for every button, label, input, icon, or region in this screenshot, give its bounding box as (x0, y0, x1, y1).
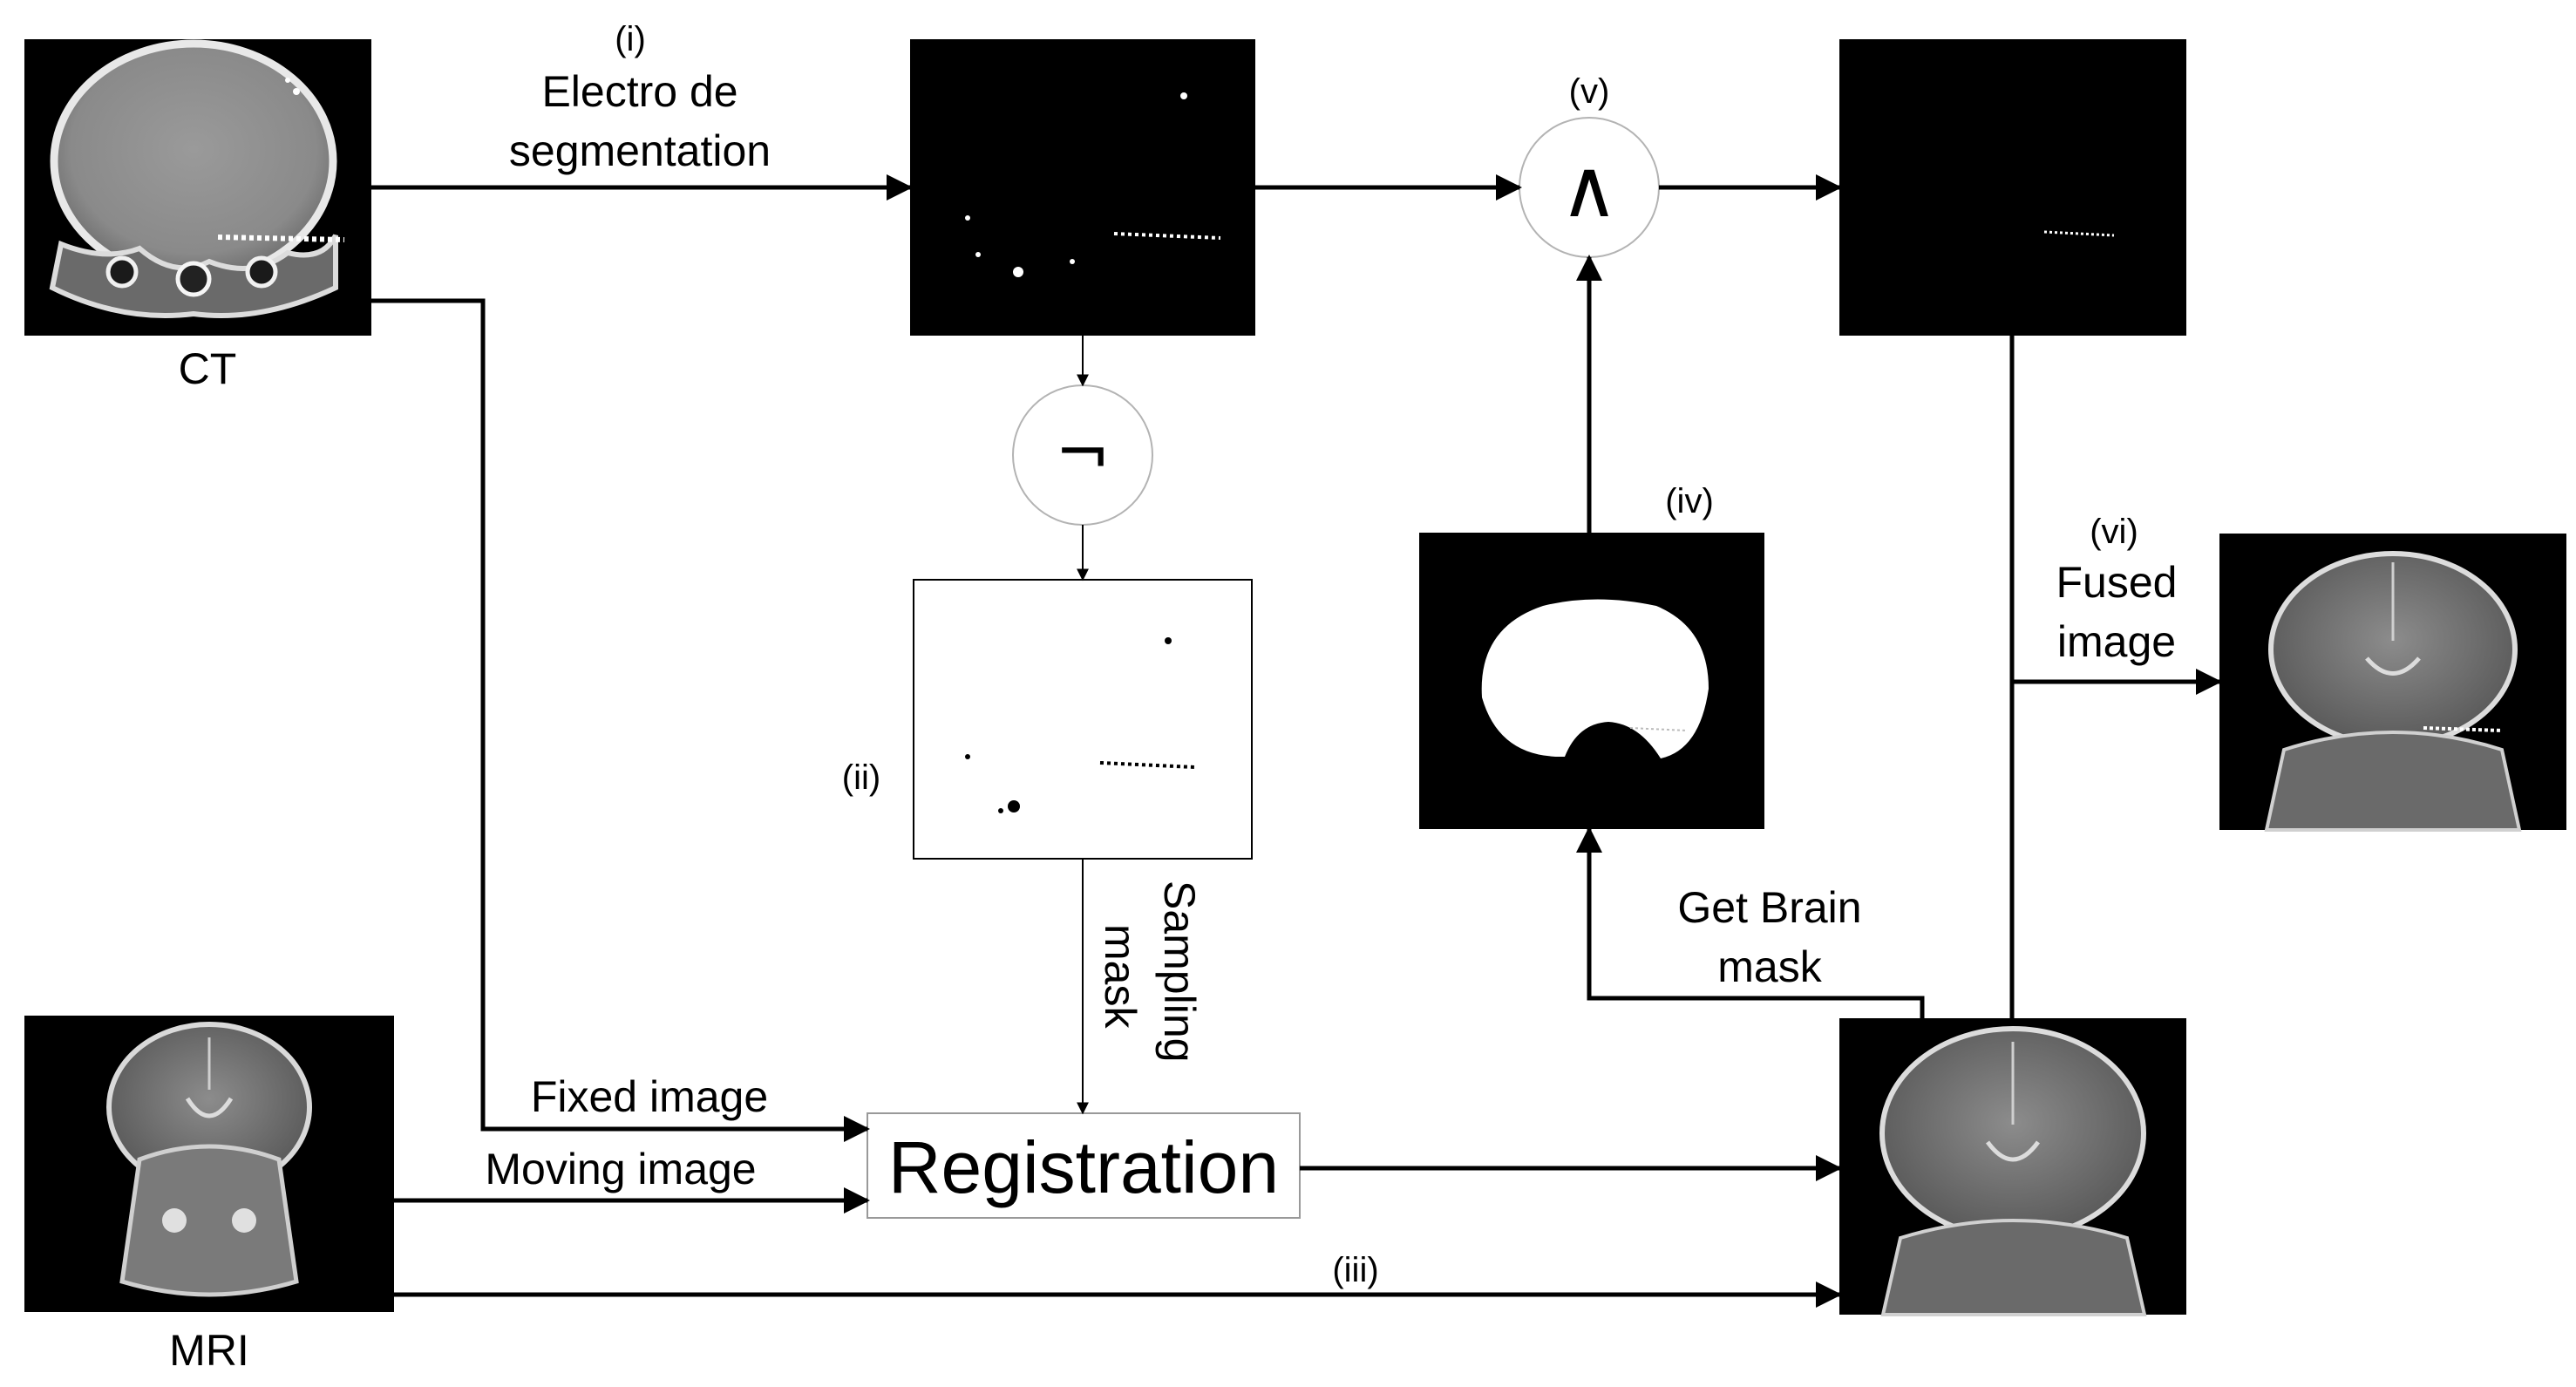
sampling-mask-label-line2: mask (1096, 924, 1145, 1029)
registration-label: Registration (888, 1126, 1279, 1208)
arrow-ct-fixed-image (371, 298, 870, 1142)
not-operator-symbol: ¬ (1055, 413, 1111, 491)
brain-mask-image (1419, 533, 1764, 829)
step-v-label: (v) (1569, 72, 1610, 111)
electrode-segmentation-label-line2: segmentation (509, 126, 771, 175)
step-ii-label: (ii) (842, 758, 880, 797)
get-brain-mask-label-line1: Get Brain (1677, 883, 1861, 932)
ct-label: CT (179, 344, 237, 393)
fused-image (2219, 534, 2566, 832)
fused-image-label-line1: Fused (2056, 558, 2178, 607)
ct-scan-image (24, 39, 371, 336)
not-operator: ¬ (1012, 384, 1153, 526)
step-i-label: (i) (615, 20, 646, 58)
step-iv-label: (iv) (1665, 482, 1714, 520)
fixed-image-label: Fixed image (531, 1072, 768, 1121)
electrode-segmentation-label-line1: Electro de (541, 67, 737, 116)
step-vi-label: (vi) (2090, 513, 2138, 551)
step-iii-label: (iii) (1332, 1251, 1378, 1289)
moving-image-label: Moving image (485, 1145, 756, 1193)
get-brain-mask-label-line2: mask (1717, 942, 1822, 991)
sampling-mask-image (913, 579, 1253, 860)
registration-box: Registration (867, 1112, 1301, 1219)
and-operator-symbol: ∧ (1560, 142, 1618, 235)
and-operator: ∧ (1519, 117, 1660, 258)
arrow-get-brain-mask (1576, 826, 1925, 1018)
electrode-segmentation-image (910, 39, 1255, 336)
fused-image-label-line2: image (2057, 617, 2176, 666)
mri-label: MRI (169, 1326, 249, 1375)
sampling-mask-label-line1: Sampling (1155, 880, 1204, 1062)
mri-scan-image (24, 1016, 394, 1312)
electrode-in-brain-image (1839, 39, 2186, 336)
registered-mri-image (1839, 1018, 2186, 1316)
